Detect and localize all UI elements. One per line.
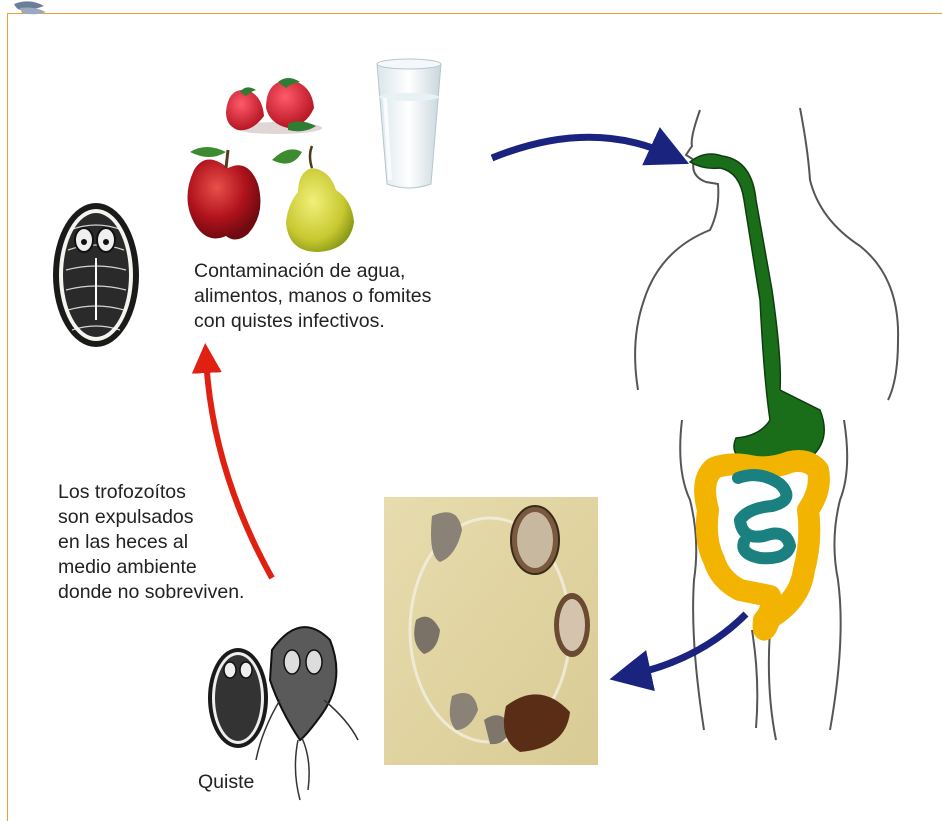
apple-icon bbox=[187, 147, 260, 240]
caption-contamination-line-3: con quistes infectivos. bbox=[194, 309, 524, 334]
caption-trophozoites-line-1: Los trofozoítos bbox=[58, 480, 308, 505]
cyst-label: Quiste bbox=[198, 770, 254, 795]
caption-trophozoites-line-2: son expulsados bbox=[58, 505, 308, 530]
giardia-cyst-small-icon bbox=[208, 648, 268, 748]
small-intestine bbox=[738, 475, 790, 558]
pear-icon bbox=[272, 146, 354, 252]
giardia-cyst-large-icon bbox=[53, 203, 139, 347]
esophagus-stomach bbox=[690, 154, 824, 465]
water-glass-icon bbox=[377, 59, 441, 188]
caption-trophozoites: Los trofozoítos son expulsados en las he… bbox=[58, 480, 308, 605]
large-intestine bbox=[705, 461, 819, 630]
strawberries-icon bbox=[226, 78, 322, 134]
caption-trophozoites-line-4: medio ambiente bbox=[58, 555, 308, 580]
arrow-ingestion bbox=[492, 137, 670, 158]
arrow-excretion bbox=[630, 614, 746, 675]
caption-trophozoites-line-3: en las heces al bbox=[58, 530, 308, 555]
caption-contamination-line-1: Contaminación de agua, bbox=[194, 259, 524, 284]
caption-contamination: Contaminación de agua, alimentos, manos … bbox=[194, 259, 524, 334]
caption-trophozoites-line-5: donde no sobreviven. bbox=[58, 580, 308, 605]
life-cycle-photo bbox=[384, 497, 598, 765]
giardia-trophozoite-icon bbox=[256, 627, 358, 800]
caption-contamination-line-2: alimentos, manos o fomites bbox=[194, 284, 524, 309]
